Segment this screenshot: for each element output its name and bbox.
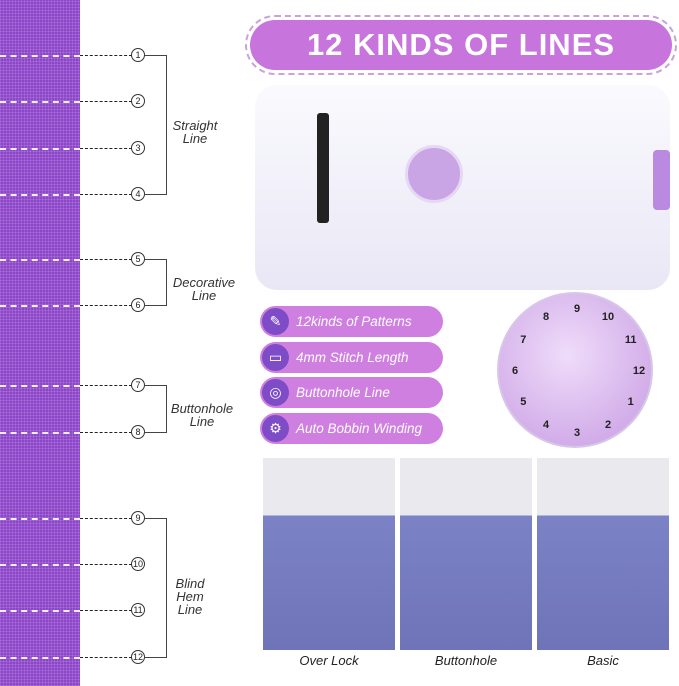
stitch-sample-12 bbox=[80, 657, 132, 658]
stitch-sample-10 bbox=[80, 564, 132, 565]
stitch-number-8: 8 bbox=[131, 425, 145, 439]
fabric-stitch-4 bbox=[0, 194, 80, 196]
button-icon: ◎ bbox=[262, 379, 289, 406]
dial-number: 7 bbox=[520, 334, 527, 346]
fabric-stitch-3 bbox=[0, 148, 80, 150]
stitch-sample-8 bbox=[80, 432, 132, 433]
stitch-number-5: 5 bbox=[131, 252, 145, 266]
stitch-number-6: 6 bbox=[131, 298, 145, 312]
feature-label: 4mm Stitch Length bbox=[296, 349, 409, 365]
ruler-icon: ▭ bbox=[262, 343, 289, 371]
bracket-straight bbox=[145, 55, 167, 195]
feature-pill: ◎ Buttonhole Line bbox=[260, 377, 443, 408]
feature-pill: ▭ 4mm Stitch Length bbox=[260, 341, 443, 373]
needle-thread-icon: ✎ bbox=[262, 308, 289, 335]
bracket-buttonhole bbox=[145, 385, 167, 433]
stitch-number-2: 2 bbox=[131, 94, 145, 108]
feature-label: Auto Bobbin Winding bbox=[296, 420, 422, 436]
bracket-blind-hem bbox=[145, 518, 167, 658]
fabric-stitch-7 bbox=[0, 385, 80, 387]
photo-1 bbox=[263, 458, 395, 650]
dial-number: 9 bbox=[573, 303, 581, 315]
stitch-number-11: 11 bbox=[131, 603, 145, 617]
dial-number: 3 bbox=[573, 427, 581, 439]
stitch-sample-11 bbox=[80, 610, 132, 611]
stitch-number-9: 9 bbox=[131, 511, 145, 525]
stitch-sample-1 bbox=[80, 55, 132, 56]
title-text: 12 KINDS OF LINES bbox=[250, 20, 672, 70]
feature-pill: ⚙ Auto Bobbin Winding bbox=[260, 412, 443, 444]
photo-caption: Buttonhole bbox=[434, 653, 498, 668]
dial-number: 5 bbox=[520, 396, 527, 408]
stitch-number-3: 3 bbox=[131, 141, 145, 155]
stitch-sample-2 bbox=[80, 101, 132, 102]
feature-label: Buttonhole Line bbox=[296, 385, 390, 400]
fabric-stitch-2 bbox=[0, 101, 80, 103]
title-banner: 12 KINDS OF LINES bbox=[245, 15, 677, 75]
feature-pill: ✎ 12kinds of Patterns bbox=[260, 306, 443, 337]
stitch-number-12: 12 bbox=[131, 650, 145, 664]
stitch-sample-9 bbox=[80, 518, 132, 519]
fabric-stitch-9 bbox=[0, 518, 80, 520]
dial-number: 6 bbox=[511, 365, 519, 377]
fabric-stitch-12 bbox=[0, 657, 80, 659]
needle-area bbox=[317, 113, 329, 223]
fabric-stitch-1 bbox=[0, 55, 80, 57]
sewing-machine-image bbox=[255, 85, 670, 290]
bracket-decorative bbox=[145, 259, 167, 306]
dial-number: 4 bbox=[542, 418, 550, 431]
stitch-sample-3 bbox=[80, 148, 132, 149]
fabric-stitch-11 bbox=[0, 610, 80, 612]
stitch-sample-7 bbox=[80, 385, 132, 386]
fabric-stitch-6 bbox=[0, 305, 80, 307]
dial-number: 10 bbox=[601, 311, 615, 324]
dial-number: 1 bbox=[627, 396, 634, 408]
fabric-stitch-10 bbox=[0, 564, 80, 566]
dial-number: 11 bbox=[624, 334, 637, 346]
stitch-sample-5 bbox=[80, 259, 132, 260]
stitch-sample-4 bbox=[80, 194, 132, 195]
feature-label: 12kinds of Patterns bbox=[296, 314, 412, 329]
pattern-dial bbox=[405, 145, 463, 203]
purple-fabric-sample bbox=[0, 0, 80, 686]
stitch-number-10: 10 bbox=[131, 557, 145, 571]
photo-2 bbox=[400, 458, 532, 650]
dial-number: 8 bbox=[542, 311, 550, 324]
stitch-sample-6 bbox=[80, 305, 132, 306]
fabric-stitch-5 bbox=[0, 259, 80, 261]
stitch-number-4: 4 bbox=[131, 187, 145, 201]
stitch-number-7: 7 bbox=[131, 378, 145, 392]
dial-number: 2 bbox=[604, 418, 612, 431]
photo-caption: Over Lock bbox=[299, 653, 359, 668]
stitch-number-1: 1 bbox=[131, 48, 145, 62]
photo-3 bbox=[537, 458, 669, 650]
dial-number: 12 bbox=[632, 365, 646, 377]
fabric-stitch-8 bbox=[0, 432, 80, 434]
bobbin-winder-icon: ⚙ bbox=[262, 414, 289, 442]
handwheel bbox=[653, 150, 670, 210]
photo-caption: Basic bbox=[587, 653, 619, 668]
